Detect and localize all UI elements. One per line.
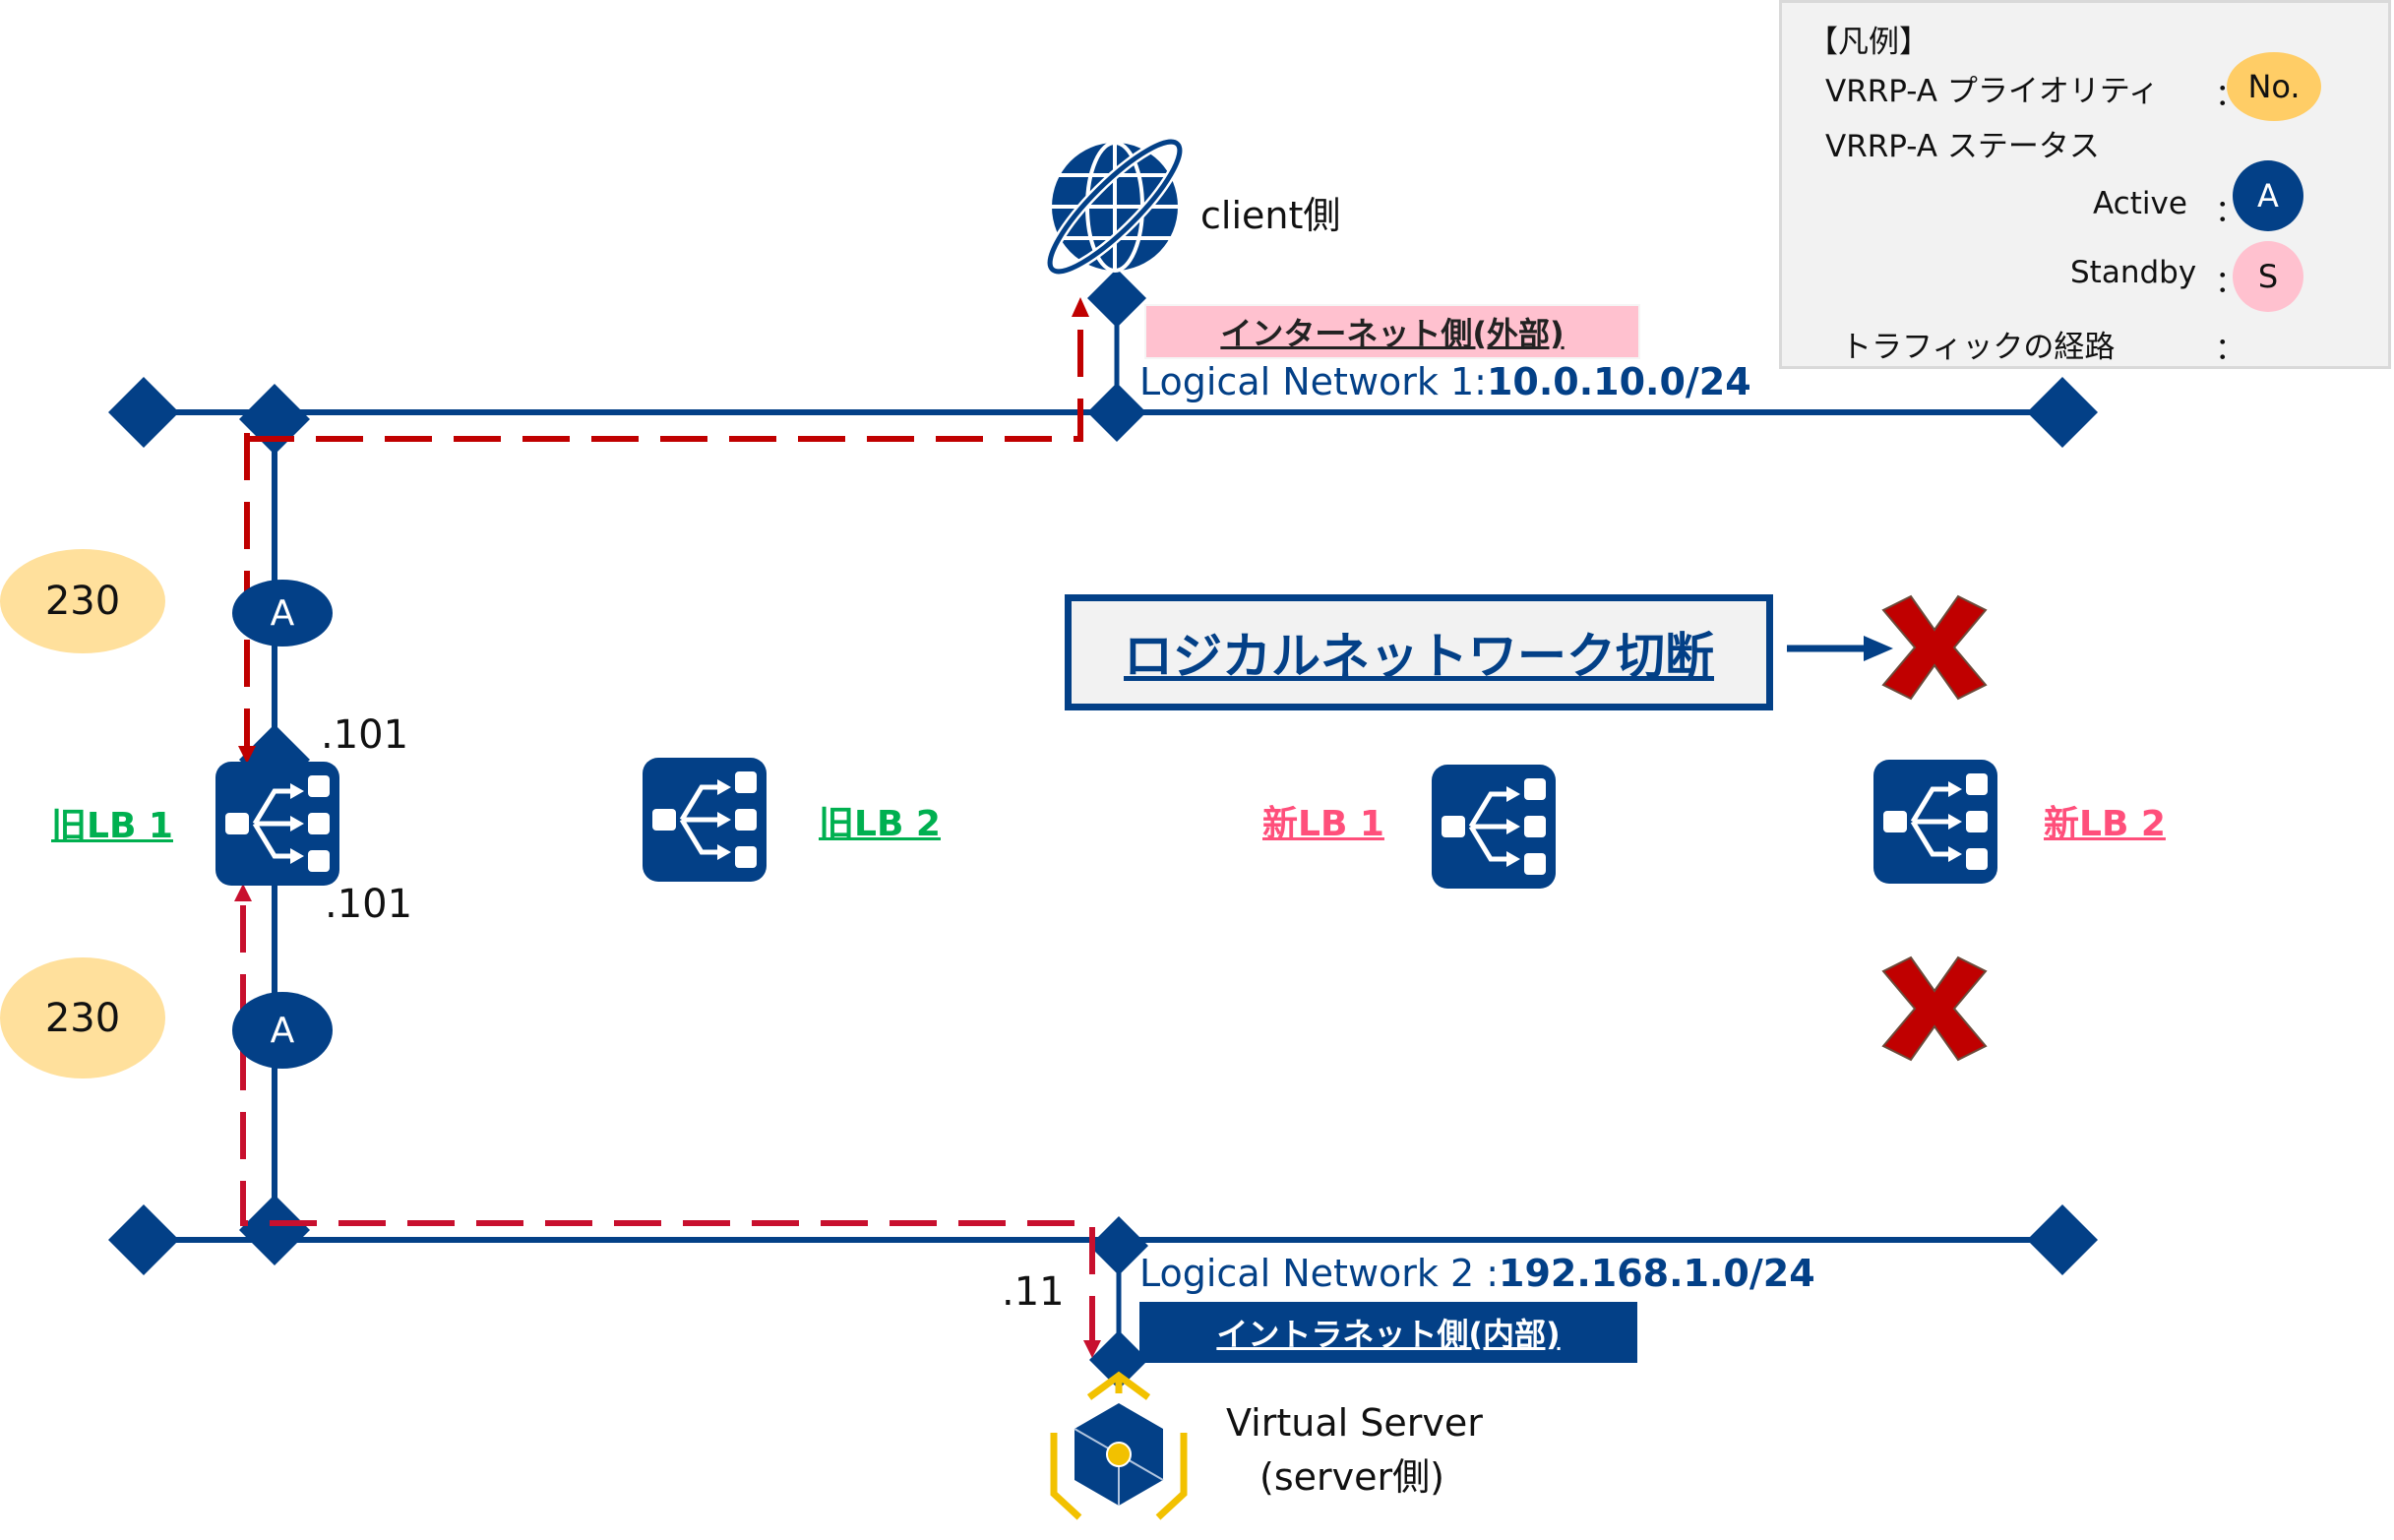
traffic-arrowhead-up xyxy=(1072,297,1089,317)
priority-badge-lower: 230 xyxy=(0,957,165,1078)
legend-traffic-label: トラフィックの経路 xyxy=(1841,330,2116,365)
legend-standby-label: Standby xyxy=(2070,255,2197,290)
internet-side-label: インターネット側(外部) xyxy=(1144,304,1640,359)
lb-label-new-1: 新LB 1 xyxy=(1262,804,1384,844)
traffic-arrowhead-up-lb1 xyxy=(234,884,252,901)
server-label-line1: Virtual Server xyxy=(1226,1401,1483,1445)
network-subnet: 192.168.1.0/24 xyxy=(1499,1252,1815,1295)
logical-network-1-label: Logical Network 1:10.0.10.0/24 xyxy=(1139,360,1751,403)
globe-icon xyxy=(1045,137,1185,277)
network-name: Logical Network 2 : xyxy=(1139,1252,1500,1295)
status-badge-active-upper: A xyxy=(232,580,333,647)
legend-active-symbol: A xyxy=(2233,160,2303,231)
network-subnet: 10.0.10.0/24 xyxy=(1486,360,1751,403)
ip-label-upper: .101 xyxy=(321,712,409,758)
legend-active-label: Active xyxy=(2093,186,2187,221)
legend-traffic-sep: ： xyxy=(2215,332,2245,367)
virtual-server-icon xyxy=(1050,1371,1188,1520)
load-balancer-icon xyxy=(215,762,339,886)
legend-priority-symbol: No. xyxy=(2227,52,2321,121)
legend-standby-symbol: S xyxy=(2233,241,2303,312)
lb-label-old-1: 旧LB 1 xyxy=(51,806,173,846)
legend-status-label: VRRP-A ステータス xyxy=(1825,129,2100,164)
load-balancer-icon xyxy=(1432,765,1556,889)
disconnect-x-icon xyxy=(1882,956,1987,1061)
traffic-path-upper xyxy=(244,313,1083,753)
lb-label-old-2: 旧LB 2 xyxy=(819,804,941,844)
disconnect-x-icon xyxy=(1882,595,1987,700)
server-label-line2: (server側) xyxy=(1259,1455,1444,1499)
client-label: client側 xyxy=(1200,194,1341,237)
network-name: Logical Network 1: xyxy=(1139,360,1487,403)
disconnect-arrowhead xyxy=(1864,636,1893,661)
lb-label-new-2: 新LB 2 xyxy=(2044,804,2166,844)
logical-network-2-label: Logical Network 2 :192.168.1.0/24 xyxy=(1139,1252,1815,1295)
intranet-side-label: イントラネット側(内部) xyxy=(1139,1302,1637,1363)
ip-label-lower: .101 xyxy=(325,882,413,927)
legend-title: 【凡例】 xyxy=(1808,25,1930,60)
traffic-arrowhead-down-server xyxy=(1083,1340,1101,1358)
server-ip-label: .11 xyxy=(1002,1269,1065,1315)
load-balancer-icon xyxy=(1873,760,1997,884)
traffic-path-lower xyxy=(240,905,1095,1340)
legend-panel: 【凡例】 VRRP-A プライオリティ ： No. VRRP-A ステータス A… xyxy=(1779,0,2391,369)
traffic-arrowhead-down-lb1 xyxy=(238,746,256,764)
priority-badge-upper: 230 xyxy=(0,549,165,653)
logical-network-disconnect-title: ロジカルネットワーク切断 xyxy=(1065,594,1773,710)
load-balancer-icon xyxy=(643,758,767,882)
legend-priority-label: VRRP-A プライオリティ xyxy=(1825,74,2160,109)
status-badge-active-lower: A xyxy=(232,992,333,1069)
